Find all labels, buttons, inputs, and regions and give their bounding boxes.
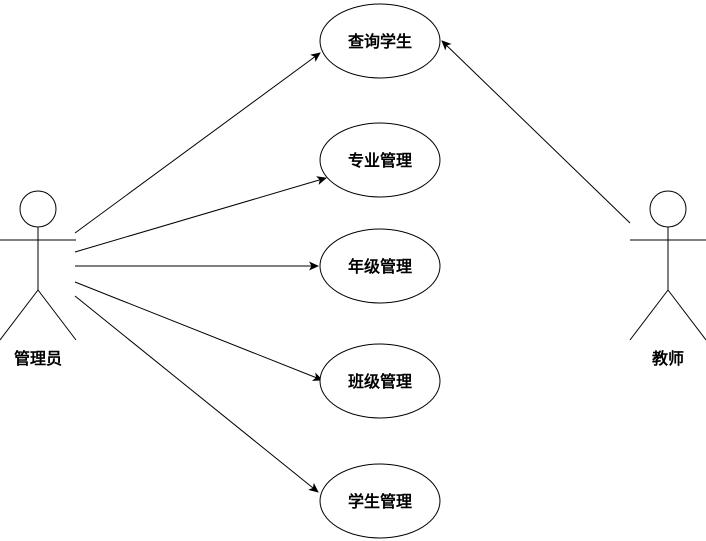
association-admin-class-manage [74, 281, 323, 381]
use-case-ellipse [319, 463, 441, 539]
use-case-grade-manage[interactable]: 年级管理 [319, 228, 441, 304]
use-case-ellipse [319, 3, 441, 79]
use-case-label: 年级管理 [348, 257, 412, 276]
associations [74, 40, 631, 493]
use-case-label: 查询学生 [348, 32, 412, 51]
actor-label: 管理员 [14, 349, 62, 368]
actor-admin[interactable]: 管理员 [0, 190, 77, 368]
actor-label: 教师 [652, 349, 684, 368]
use-case-query-student[interactable]: 查询学生 [319, 3, 441, 79]
use-case-class-manage[interactable]: 班级管理 [319, 343, 441, 419]
use-case-ellipse [319, 122, 441, 198]
use-case-ellipse [319, 228, 441, 304]
use-case-major-manage[interactable]: 专业管理 [319, 122, 441, 198]
stick-figure-icon [0, 190, 77, 341]
actor-teacher[interactable]: 教师 [629, 190, 706, 368]
association-admin-major-manage [74, 176, 327, 253]
stick-figure-icon [629, 190, 706, 341]
use-case-ellipse [319, 343, 441, 419]
use-case-label: 专业管理 [348, 151, 412, 170]
association-admin-student-manage [74, 295, 319, 493]
use-case-label: 学生管理 [348, 492, 412, 511]
association-admin-query-student [74, 52, 321, 234]
use-case-label: 班级管理 [348, 372, 412, 391]
association-teacher-query-student [441, 40, 631, 224]
use-case-student-manage[interactable]: 学生管理 [319, 463, 441, 539]
